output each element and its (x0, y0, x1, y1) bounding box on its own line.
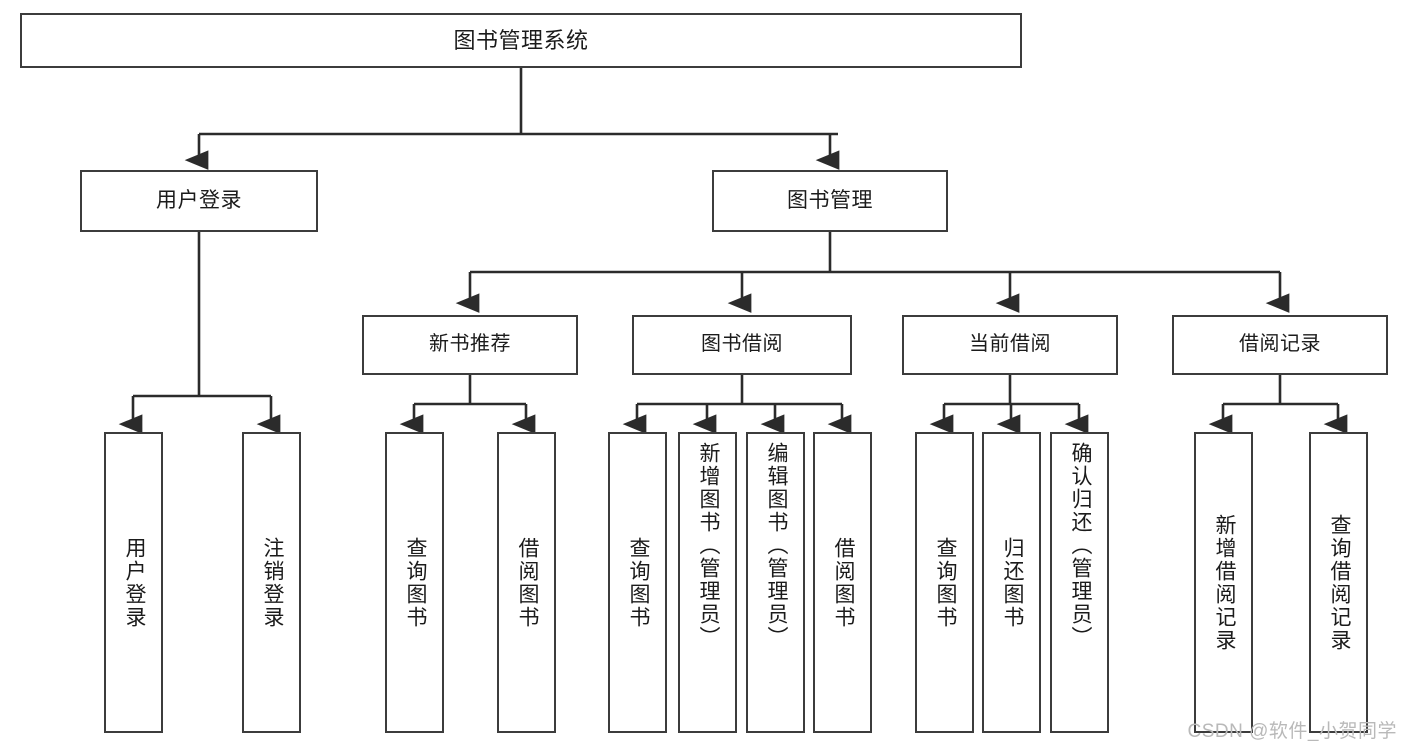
node-label: 查询图书 (933, 536, 957, 629)
node-label: 当前借阅 (969, 333, 1051, 356)
leaf-current-borrow-confirm-return[interactable]: 确认归还（管理员） (1050, 432, 1109, 733)
node-label: 确认归还（管理员） (1068, 442, 1092, 649)
node-label: 借阅图书 (515, 536, 539, 629)
leaf-borrow-record-query[interactable]: 查询借阅记录 (1309, 432, 1368, 733)
node-label: 新书推荐 (429, 333, 511, 356)
node-label: 查询图书 (626, 536, 650, 629)
leaf-current-borrow-query[interactable]: 查询图书 (915, 432, 974, 733)
node-user-login[interactable]: 用户登录 (80, 170, 318, 232)
leaf-current-borrow-return[interactable]: 归还图书 (982, 432, 1041, 733)
leaf-new-book-borrow[interactable]: 借阅图书 (497, 432, 556, 733)
node-book-management[interactable]: 图书管理 (712, 170, 948, 232)
node-label: 注销登录 (260, 536, 284, 629)
node-current-borrow[interactable]: 当前借阅 (902, 315, 1118, 375)
node-label: 借阅图书 (831, 536, 855, 629)
node-label: 查询借阅记录 (1327, 513, 1351, 652)
leaf-book-borrow-query[interactable]: 查询图书 (608, 432, 667, 733)
leaf-user-login-logout[interactable]: 注销登录 (242, 432, 301, 733)
watermark: CSDN @软件_小贺同学 (1187, 721, 1397, 742)
leaf-book-borrow-borrow[interactable]: 借阅图书 (813, 432, 872, 733)
node-root-system[interactable]: 图书管理系统 (20, 13, 1022, 68)
leaf-user-login-login[interactable]: 用户登录 (104, 432, 163, 733)
node-label: 新增借阅记录 (1212, 513, 1236, 652)
node-book-borrow[interactable]: 图书借阅 (632, 315, 852, 375)
node-label: 图书管理 (787, 188, 873, 212)
node-new-book-recommend[interactable]: 新书推荐 (362, 315, 578, 375)
leaf-new-book-query[interactable]: 查询图书 (385, 432, 444, 733)
node-label: 归还图书 (1000, 536, 1024, 629)
node-label: 用户登录 (122, 536, 146, 629)
node-label: 图书借阅 (701, 333, 783, 356)
node-label: 图书管理系统 (453, 27, 589, 53)
node-label: 编辑图书（管理员） (764, 442, 788, 649)
node-label: 用户登录 (156, 188, 242, 212)
node-label: 新增图书（管理员） (696, 442, 720, 649)
node-label: 借阅记录 (1239, 333, 1321, 356)
leaf-book-borrow-add[interactable]: 新增图书（管理员） (678, 432, 737, 733)
node-borrow-record[interactable]: 借阅记录 (1172, 315, 1388, 375)
leaf-borrow-record-add[interactable]: 新增借阅记录 (1194, 432, 1253, 733)
node-label: 查询图书 (403, 536, 427, 629)
leaf-book-borrow-edit[interactable]: 编辑图书（管理员） (746, 432, 805, 733)
